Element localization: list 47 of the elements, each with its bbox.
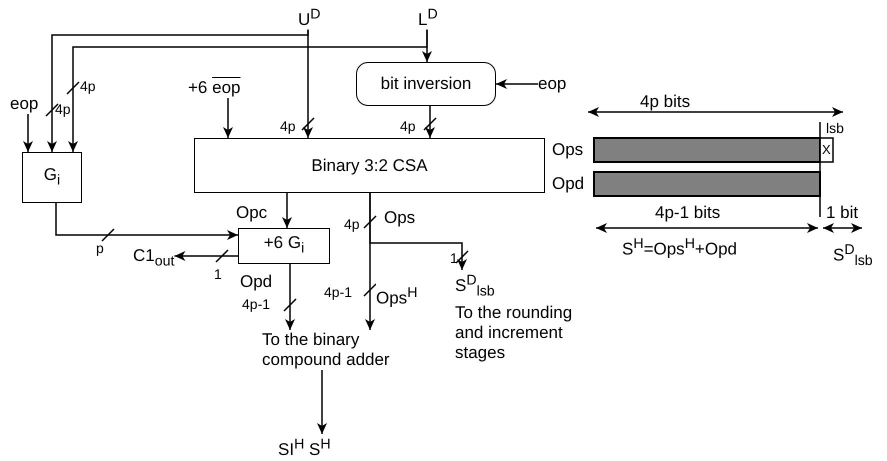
edge-label: Opc: [236, 203, 268, 223]
signal-label: eop: [10, 94, 38, 114]
bus-width-label: p: [96, 240, 104, 256]
destination-text: To the binary compound adder: [262, 330, 432, 370]
formula-text: S$^{H}$=Ops$^{H}$+Opd: [622, 235, 737, 260]
signal-label: C1$_{out}$: [133, 246, 174, 272]
arrow: [425, 106, 435, 138]
dimension-label: 4p-1 bits: [655, 203, 720, 223]
signal-label: eop: [538, 74, 566, 94]
bus-width-label: 1: [214, 266, 222, 282]
bus-width-label: 4p: [344, 216, 360, 232]
process-box: bit inversion: [356, 62, 496, 106]
arrow: [223, 98, 233, 138]
register-label: Opd: [552, 174, 584, 194]
arrow: [68, 30, 428, 152]
block-box: Binary 3:2 CSA: [194, 138, 545, 193]
destination-text: To the rounding and increment stages: [455, 303, 585, 363]
arrow: [369, 193, 467, 270]
register-label: Ops: [552, 140, 584, 160]
bus-width-label: 4p: [400, 118, 416, 134]
arrow: [174, 251, 238, 261]
signal-label: U$^{D}$: [298, 4, 321, 30]
bus-width-label: 1: [450, 250, 458, 266]
arrow: [303, 30, 313, 138]
arrow: [55, 203, 238, 240]
bus-width-label: 4p: [55, 101, 71, 117]
arrow: [282, 193, 292, 228]
arrow: [496, 79, 538, 89]
bus-width-label: 4p: [280, 118, 296, 134]
arrow: [285, 264, 295, 330]
bit-label: X: [822, 142, 831, 158]
bus-width-label: 4p-1: [324, 284, 352, 300]
bit-label: lsb: [826, 120, 844, 136]
block-box: +6 G$_{i}$: [238, 228, 330, 264]
bus-width-label: 4p: [80, 78, 96, 94]
block-box: G$_{i}$: [22, 152, 82, 203]
edge-label: Opd: [240, 272, 272, 292]
edge-label: Ops$^{H}$: [376, 283, 418, 309]
bus-width-label: 4p-1: [242, 296, 270, 312]
signal-label: Ops: [384, 208, 416, 228]
dimension-label: 1 bit: [826, 203, 858, 223]
signal-label: L$^{D}$: [418, 4, 438, 30]
arrow: [317, 370, 327, 434]
arrow: [23, 114, 33, 152]
signal-label: +6 eop: [188, 78, 240, 98]
signal-label: SI$^{H}$ S$^{H}$: [278, 434, 331, 460]
dimension-label: 4p bits: [640, 92, 690, 112]
